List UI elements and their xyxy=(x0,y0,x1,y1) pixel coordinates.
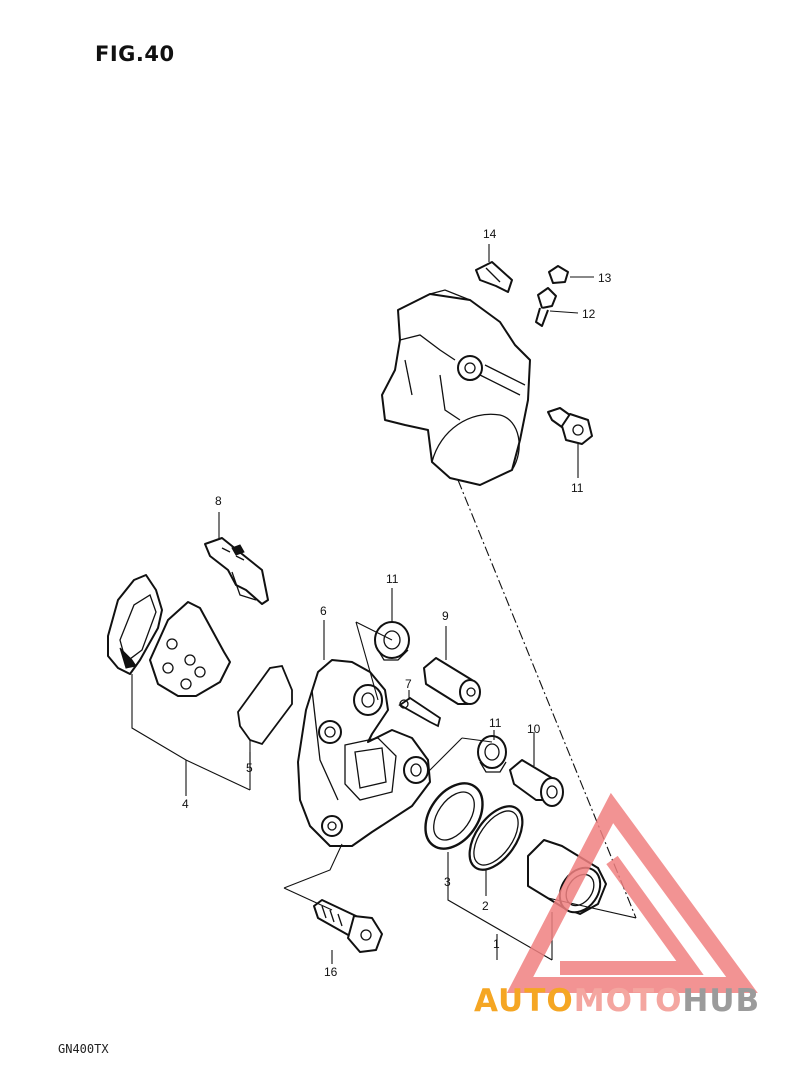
callout-7: 7 xyxy=(405,677,412,691)
figure-title: FIG.40 xyxy=(95,42,175,66)
callout-10: 10 xyxy=(527,722,541,736)
callout-11-upper: 11 xyxy=(386,572,399,586)
model-code: GN400TX xyxy=(58,1042,109,1056)
callout-6: 6 xyxy=(320,604,327,618)
callout-13: 12 xyxy=(582,307,596,321)
bleeder-screw-part xyxy=(535,287,557,327)
callout-12: 11 xyxy=(571,481,584,495)
callout-8: 8 xyxy=(215,494,222,508)
callout-9: 9 xyxy=(442,609,449,623)
caliper-bracket-part xyxy=(297,659,431,847)
pad-spring-part xyxy=(204,537,269,605)
retaining-pin-part xyxy=(398,696,442,728)
bleeder-cap-part xyxy=(548,265,569,284)
brake-pad-inner xyxy=(149,601,231,697)
callout-14: 13 xyxy=(598,271,612,285)
callout-labels: 14 13 12 11 8 11 6 9 7 11 10 5 4 3 2 1 1… xyxy=(182,227,612,979)
piston-part xyxy=(527,839,607,915)
guide-pin-part xyxy=(423,657,481,705)
brake-pad-outer xyxy=(107,574,163,675)
pad-clip-part xyxy=(475,261,513,293)
callout-1: 1 xyxy=(493,937,500,951)
callout-11-lower: 11 xyxy=(489,716,502,730)
callout-3: 3 xyxy=(444,875,451,889)
pad-shim-part xyxy=(237,664,293,746)
boot-part-lower xyxy=(477,735,507,773)
caliper-body-upper xyxy=(381,289,531,486)
callout-16: 16 xyxy=(324,965,338,979)
callout-2: 2 xyxy=(482,899,489,913)
mounting-bolt-part xyxy=(547,407,593,445)
leader-lines xyxy=(131,244,637,964)
guide-bolt-part xyxy=(509,759,564,807)
callout-4: 4 xyxy=(182,797,189,811)
dust-seal-part xyxy=(424,782,484,850)
callout-15: 14 xyxy=(483,227,497,241)
bracket-bolt-part xyxy=(313,899,383,953)
boot-part-upper xyxy=(374,621,410,661)
callout-5: 5 xyxy=(246,761,253,775)
